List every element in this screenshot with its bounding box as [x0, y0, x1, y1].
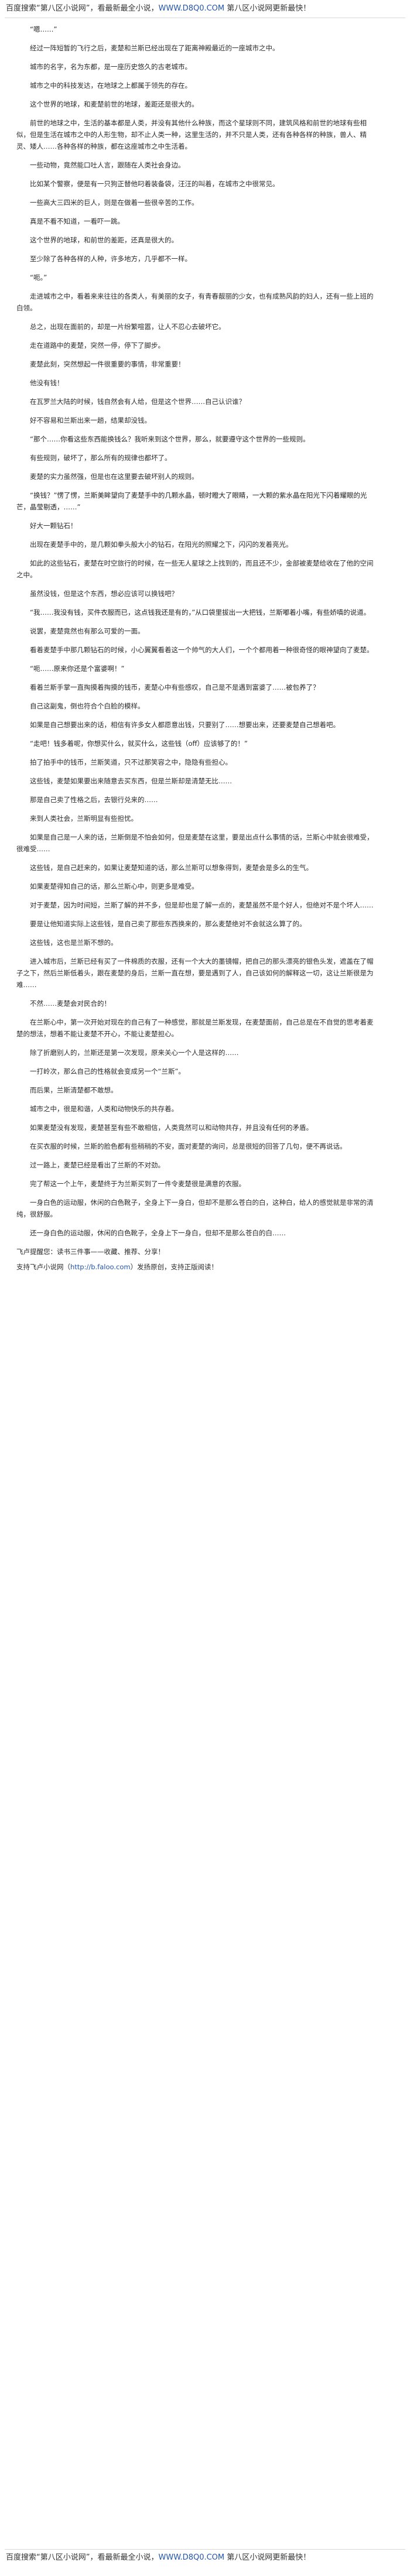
support-suffix: ）发扬原创，支持正版阅读！ [130, 1263, 218, 1271]
top-banner: 百度搜索“第八区小说网”，看最新最全小说，WWW.D8Q0.COM 第八区小说网… [6, 4, 404, 14]
chapter-paragraph: 那是自己卖了性格之后，去银行兑来的…… [30, 796, 158, 804]
chapter-paragraph: 城市之中的科技发达，在地球之上都属于领先的存在。 [30, 81, 192, 90]
chapter-paragraph: 有些规则，破坏了，那么所有的规律也都坏了。 [30, 454, 172, 462]
chapter-paragraph: 对于麦楚，因为时间短，兰斯了解的并不多，但是却也是了解一点的，麦楚虽然不是个好人… [30, 901, 374, 909]
banner-prefix: 百度搜索“第八区小说网”，看最新最全小说， [6, 4, 159, 13]
chapter-paragraph: 麦楚此刻，突然想起一件很重要的事情，非常重要！ [30, 360, 185, 368]
faloo-link[interactable]: http://b.faloo.com [70, 1263, 131, 1271]
bottom-banner: 百度搜索“第八区小说网”，看最新最全小说，WWW.D8Q0.COM 第八区小说网… [6, 2553, 404, 2563]
banner-suffix-bottom: 第八区小说网更新最快！ [224, 2553, 311, 2562]
chapter-paragraph: “我……我没有钱，买件衣服而已，这点钱我还是有的，”从口袋里拔出一大把钱，兰斯嘟… [30, 608, 371, 616]
chapter-paragraph: 他没有钱！ [30, 379, 64, 387]
site-url-link-bottom[interactable]: WWW.D8Q0.COM [158, 2553, 225, 2562]
chapter-paragraph: 城市的名字，名为东都，是一座历史悠久的古老城市。 [30, 63, 192, 71]
chapter-paragraph: “呃。” [30, 273, 47, 282]
reading-tip: 飞卢提醒您：读书三件事——收藏、推荐、分享！ [16, 1248, 165, 1256]
chapter-paragraph: 除了折磨别人的，兰斯还是第一次发现，原来关心一个人是这样的…… [30, 1049, 239, 1057]
chapter-paragraph: 如果是自己想要出来的话，相信有许多女人都愿意出钱，只要别了……想要出来，还要麦楚… [30, 721, 340, 729]
chapter-paragraph: 这个世界的地球，和麦楚前世的地球，差距还是很大的。 [30, 100, 199, 108]
chapter-paragraph: 要是让他知道实际上这些钱，是自己卖了那些东西换来的，那么麦楚绝对不会就这么算了的… [30, 920, 306, 928]
chapter-paragraph: “那个……你看这些东西能换钱么？我听来到这个世界，那么，就要遵守这个世界的一些规… [30, 435, 310, 443]
chapter-paragraph: “嗯……” [30, 25, 57, 33]
chapter-paragraph: 在买衣服的时候，兰斯的脸色都有些稍稍的不安，面对麦楚的询问，总是很短的回答了几句… [30, 1142, 347, 1150]
chapter-content: “嗯……” 经过一阵短暂的飞行之后，麦楚和兰斯已经出现在了距离神殿最近的一座城市之… [16, 23, 380, 2541]
chapter-paragraph: 一身白色的运动服，休闲的白色靴子，全身上下一身白，但却不是那么苍白的白，这种白，… [16, 1198, 374, 1218]
chapter-paragraph: 好大一颗钻石！ [30, 522, 77, 530]
chapter-paragraphs: “嗯……” 经过一阵短暂的飞行之后，麦楚和兰斯已经出现在了距离神殿最近的一座城市之… [16, 23, 380, 1239]
chapter-paragraph: 看着兰斯手掌一直掏摸着掏摸的钱币，麦楚心中有些感叹，自己是不是遇到富婆了……被包… [30, 683, 320, 691]
chapter-paragraph: “走吧！钱多着呢，你想买什么，就买什么，这些钱（off）应该够了的！” [30, 739, 248, 748]
site-url-link[interactable]: WWW.D8Q0.COM [158, 4, 225, 13]
chapter-paragraph: 一些动物，竟然能口吐人言，跟随在人类社会身边。 [30, 161, 185, 169]
chapter-paragraph: 说罢，麦楚竟然也有那么可爱的一面。 [30, 627, 145, 635]
chapter-paragraph: 出现在麦楚手中的，是几颗如拳头般大小的钻石，在阳光的照耀之下，闪闪的发着亮光。 [30, 540, 293, 549]
chapter-paragraph: 这个世界的地球，和前世的差距，还真是很大的。 [30, 236, 178, 244]
chapter-paragraph: 看着麦楚手中那几颗钻石的时候，小心翼翼看着这一个帅气的大人们，一个个都用着一种很… [30, 646, 374, 654]
chapter-paragraph: 自己这副鬼，倒也符合个白脸的模样。 [30, 702, 145, 710]
chapter-paragraph: 而后果，兰斯清楚都不敢想。 [30, 1086, 118, 1094]
chapter-paragraph: 如果麦楚得知自己的话，那么兰斯心中，则更多是难受。 [30, 882, 199, 890]
chapter-paragraph: 一打岭次，那么自己的性格就会变成另一个“兰斯”。 [30, 1067, 185, 1075]
chapter-paragraph: 来到人类社会，兰斯明显有些担忧。 [30, 814, 138, 823]
chapter-paragraph: 比如某个警察，便是有一只狗正替他叼着装备袋，汪汪的叫着，在城市之中很常见。 [30, 180, 279, 188]
chapter-paragraph: 一些高大三四米的巨人，则是在做着一些很辛苦的工作。 [30, 198, 199, 207]
chapter-paragraph: 这些钱，是自己赶来的，如果让麦楚知道的话，那么兰斯可以想象得到，麦楚会是多么的生… [30, 864, 313, 872]
chapter-paragraph: 拍了拍手中的钱币，兰斯笑道，只不过那笑容之中，隐隐有些担心。 [30, 758, 232, 766]
chapter-paragraph: 真是不看不知道，一看吓一跳。 [30, 217, 124, 225]
chapter-paragraph: 这些钱，麦楚如果要出来随意去买东西，但是兰斯却是清楚无比…… [30, 777, 232, 785]
chapter-paragraph: 虽然没钱，但是这个东西，想必应该可以换钱吧？ [30, 590, 178, 598]
chapter-paragraph: 走进城市之中，看着来来往往的各类人，有美丽的女子，有青春靓丽的少女，也有成熟风韵… [16, 292, 374, 312]
chapter-paragraph: 在瓦罗兰大陆的时候，钱自然会有人给，但是这个世界……自己认识谁？ [30, 398, 245, 406]
chapter-paragraph: 前世的地球之中，生活的基本都是人类，并没有其他什么种族，而这个星球则不同，建筑风… [16, 119, 367, 150]
chapter-paragraph: “换钱？”愣了愣，兰斯美眸望向了麦楚手中的几颗水晶，顿时瞪大了眼睛，一大颗的紫水… [16, 491, 367, 511]
chapter-paragraph: 这些钱，这也是兰斯不想的。 [30, 938, 118, 947]
chapter-paragraph: 走在道路中的麦楚，突然一停，停下了脚步。 [30, 341, 165, 350]
bottom-divider [5, 2549, 405, 2550]
chapter-paragraph: 不然……麦楚会对民合的！ [30, 999, 111, 1008]
chapter-paragraph: 如此的这些钻石，麦楚在时空旅行的时候，在一些无人星球之上找到的，而且还不少，金部… [16, 559, 374, 579]
chapter-paragraph: 城市之中，很是和谐，人类和动物快乐的共存着。 [30, 1105, 178, 1113]
chapter-paragraph: 麦楚的实力虽然强，但是也在这里要去破坏别人的规则。 [30, 472, 199, 481]
chapter-paragraph: 如果麦楚没有发现，麦楚甚至有些不敢相信，人类竟然可以和动物共存，并且没有任何的矛… [30, 1123, 313, 1132]
chapter-paragraph: 进入城市后，兰斯已经有买了一件棉质的衣服，还有一个大大的墨镜帽，把自己的那头漂亮… [16, 957, 374, 989]
chapter-paragraph: 好不容易和兰斯出来一趟，结果却没钱。 [30, 416, 151, 424]
banner-suffix: 第八区小说网更新最快！ [224, 4, 311, 13]
support-line: 支持飞卢小说网（http://b.faloo.com）发扬原创，支持正版阅读！ [16, 1261, 380, 1273]
chapter-paragraph: 还一身白色的运动服，休闲的白色靴子，全身上下一身白，但却不是那么苍白的白…… [30, 1229, 286, 1237]
support-prefix: 支持飞卢小说网（ [16, 1263, 70, 1271]
chapter-paragraph: 在兰斯心中，第一次开始对现在的自己有了一种感觉，那就是兰斯发现，在麦楚面前，自己… [16, 1018, 374, 1038]
banner-prefix-bottom: 百度搜索“第八区小说网”，看最新最全小说， [6, 2553, 159, 2562]
chapter-paragraph: 总之，出现在面前的，却是一片纷繁喧嚣，让人不忍心去破坏它。 [30, 323, 226, 331]
chapter-paragraph: 至少除了各种各样的人种，许多地方，几乎都不一样。 [30, 255, 192, 263]
chapter-paragraph: 如果是自己是一人来的话，兰斯倒是不怕会如何，但是麦楚在这里，要是出点什么事情的话… [16, 833, 374, 853]
chapter-paragraph: 完了帮这一个上午，麦楚终于为兰斯买到了一件令麦楚很是满意的衣服。 [30, 1180, 245, 1188]
chapter-paragraph: 经过一阵短暂的飞行之后，麦楚和兰斯已经出现在了距离神殿最近的一座城市之中。 [30, 44, 279, 52]
chapter-paragraph: 过一路上，麦楚已经是看出了兰斯的不对劲。 [30, 1161, 165, 1169]
chapter-paragraph: “呃……原来你还是个富婆啊！” [30, 664, 125, 673]
